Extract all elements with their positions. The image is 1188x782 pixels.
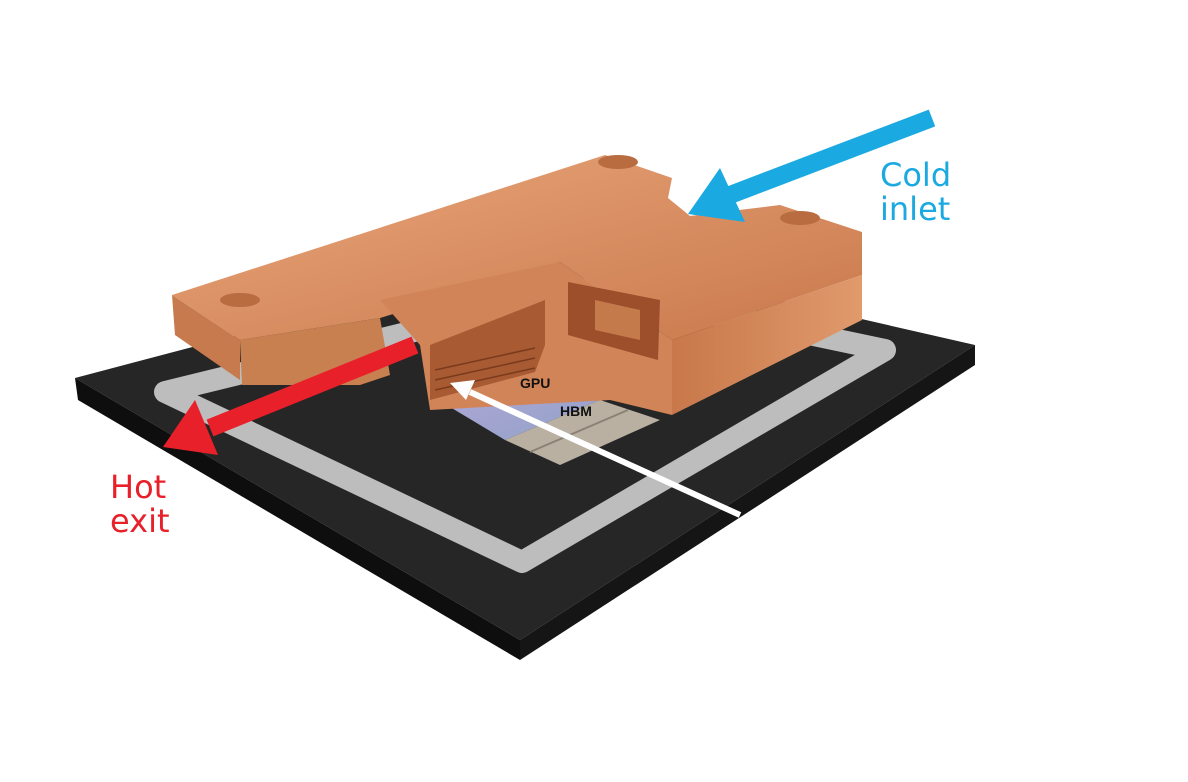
- mounting-hole: [220, 293, 260, 307]
- hbm-divider: [529, 409, 629, 453]
- hbm-stack: [505, 400, 660, 465]
- cold-inlet-label: Cold inlet: [880, 158, 951, 226]
- hot-exit-label: Hot exit: [110, 470, 170, 538]
- hot-exit-arrow: [163, 336, 419, 455]
- exit-label: exit: [110, 502, 170, 540]
- cold-inlet-arrow: [688, 109, 936, 222]
- copper-cold-plate: [172, 155, 862, 415]
- microchannel-fins: [434, 347, 536, 391]
- cold-label: Cold: [880, 156, 952, 194]
- mounting-hole: [598, 155, 638, 169]
- flow-arrow: [450, 380, 742, 518]
- hbm-label: HBM: [560, 403, 592, 419]
- inlet-label: inlet: [880, 190, 951, 228]
- mounting-hole: [780, 211, 820, 225]
- gpu-label: GPU: [520, 375, 551, 391]
- hot-label: Hot: [110, 468, 167, 506]
